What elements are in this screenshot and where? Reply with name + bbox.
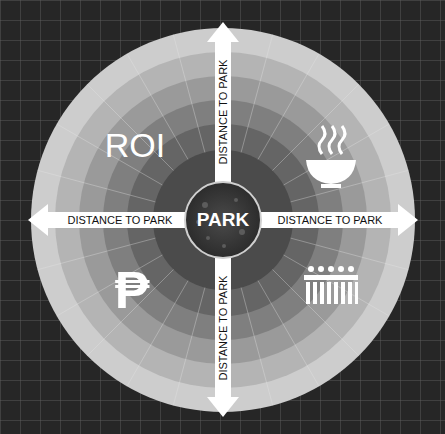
peso-symbol: ₱ (115, 260, 150, 320)
axis-label: DISTANCE TO PARK (275, 213, 386, 228)
park-node: PARK (181, 178, 265, 262)
axis-label: DISTANCE TO PARK (65, 213, 176, 228)
roi-label: ROI (105, 126, 165, 165)
rings (31, 28, 415, 412)
distance-arrows (28, 22, 418, 417)
ring-spokes (31, 28, 415, 412)
park-circle (185, 182, 261, 258)
axis-label: DISTANCE TO PARK (216, 273, 231, 384)
node-title: PARK (197, 209, 249, 231)
people-icon (304, 266, 358, 304)
axis-label: DISTANCE TO PARK (216, 57, 231, 168)
bowl-icon (306, 126, 356, 188)
